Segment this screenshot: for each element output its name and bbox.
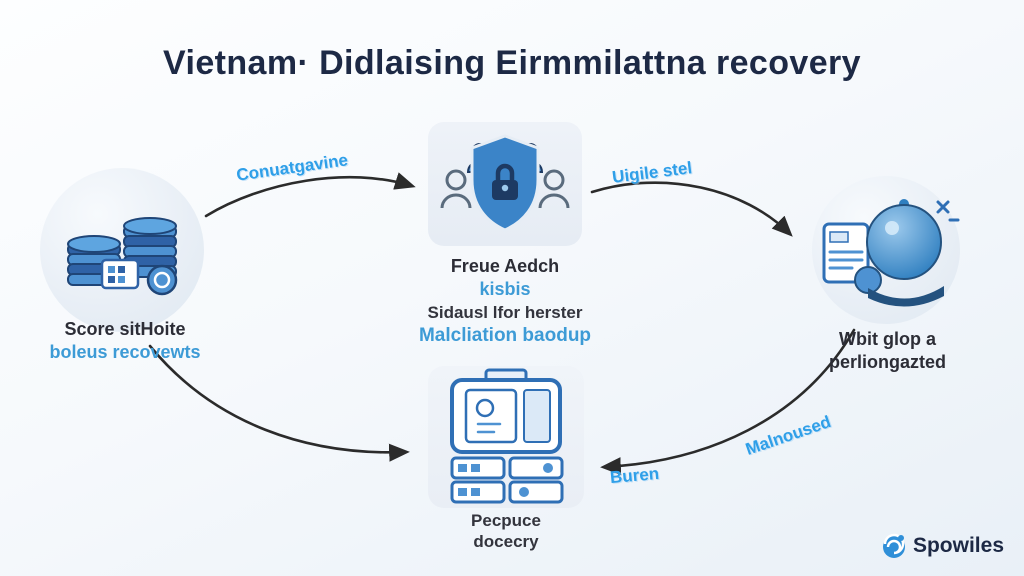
- gong-label-line1: Wbit glop a: [839, 329, 936, 349]
- shield-label-line3: Sidausl lfor herster: [427, 303, 583, 322]
- machine-label-line2: docecry: [473, 532, 539, 551]
- gong-label: Wbit glop a perliongazted: [790, 328, 985, 374]
- arrow-shield-to-right: [590, 181, 793, 237]
- shield-users-icon: [440, 134, 570, 232]
- shield-label: Freue Aedch kisbis Sidausl lfor herster …: [380, 255, 630, 347]
- arrow-label-conuatgavine: Conuatgavine: [235, 150, 350, 185]
- funds-label: Score sitHoite boleus recovewts: [10, 318, 240, 364]
- shield-label-line2: kisbis: [479, 279, 531, 299]
- arrow-label-malnoused: Malnoused: [743, 412, 834, 459]
- brand-logo: Spowiles: [880, 532, 1004, 560]
- coin-stacks-icon: [67, 217, 178, 296]
- gong-card-icon: [822, 199, 960, 307]
- node-funds: [40, 168, 204, 332]
- node-machine: [428, 366, 584, 508]
- machine-label: Pecpuce docecry: [430, 510, 582, 552]
- gong-label-line2: perliongazted: [828, 352, 946, 372]
- page-title: Vietnam· Didlaising Eirmmilattna recover…: [163, 44, 861, 82]
- shield-label-line4: Malcliation baodup: [418, 325, 592, 346]
- machine-label-line1: Pecpuce: [471, 511, 541, 530]
- swirl-logo-icon: [882, 533, 905, 558]
- node-shield: [428, 122, 582, 246]
- brand-logo-text: Spowiles: [912, 534, 1004, 557]
- arrow-label-buren: Buren: [609, 463, 660, 488]
- node-gong: [812, 176, 960, 324]
- ballot-machine-icon: [450, 368, 564, 504]
- arrow-label-uigile: Uigile stel: [611, 158, 694, 187]
- funds-label-line2: boleus recovewts: [49, 342, 201, 362]
- shield-label-line1: Freue Aedch: [450, 256, 560, 276]
- funds-label-line1: Score sitHoite: [64, 319, 186, 339]
